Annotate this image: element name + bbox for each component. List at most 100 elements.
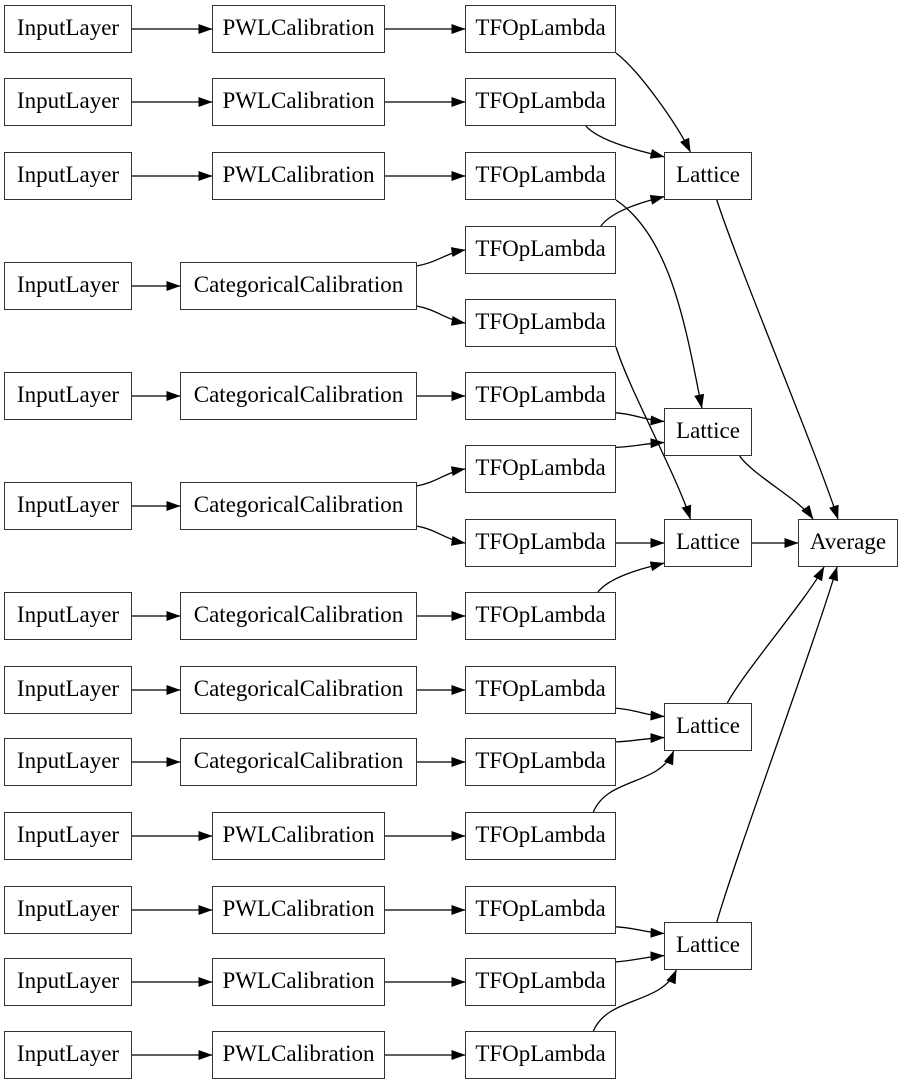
edge-tf4-lat1 [600,195,665,227]
node-label: CategoricalCalibration [193,382,404,407]
edge-lat1-avg [716,199,839,520]
edge-lat2-avg [739,455,814,520]
node-cat4: CategoricalCalibration [180,592,417,640]
edge-cat3-tf8 [416,525,466,546]
node-il4: InputLayer [4,262,132,310]
node-tf9: TFOpLambda [465,592,616,640]
node-label: Lattice [676,162,740,187]
node-tf15: TFOpLambda [465,1031,616,1079]
node-label: TFOpLambda [475,748,606,773]
node-tf3: TFOpLambda [465,152,616,200]
node-il9: InputLayer [4,738,132,786]
node-label: CategoricalCalibration [193,748,404,773]
node-label: Lattice [676,932,740,957]
node-avg: Average [798,519,898,567]
node-label: TFOpLambda [475,822,606,847]
node-label: PWLCalibration [222,822,375,847]
node-label: InputLayer [16,492,120,517]
node-label: Lattice [676,713,740,738]
edge-tf13-lat5 [615,926,665,938]
edge-lat5-avg [716,566,839,923]
edge-tf14-lat5 [615,951,665,963]
node-cat2: CategoricalCalibration [180,372,417,420]
node-label: InputLayer [16,382,120,407]
edge-tf7-lat2 [615,438,665,449]
node-label: CategoricalCalibration [193,676,404,701]
node-label: InputLayer [16,88,120,113]
node-tf10: TFOpLambda [465,666,616,714]
node-label: CategoricalCalibration [193,492,404,517]
edge-tf3-lat2 [615,199,705,409]
edge-tf12-lat4 [592,750,675,813]
node-lat2: Lattice [664,408,752,456]
edge-tf15-lat5 [592,969,677,1032]
node-label: TFOpLambda [475,88,606,113]
node-label: InputLayer [16,822,120,847]
node-label: PWLCalibration [222,162,375,187]
node-lat1: Lattice [664,152,752,200]
node-il11: InputLayer [4,886,132,934]
edge-tf2-lat1 [585,125,665,159]
node-label: InputLayer [16,162,120,187]
edge-tf6-lat2 [615,412,665,426]
node-label: PWLCalibration [222,968,375,993]
node-tf7: TFOpLambda [465,445,616,493]
node-label: TFOpLambda [475,529,606,554]
node-pwl7: PWLCalibration [212,1031,385,1079]
node-il8: InputLayer [4,666,132,714]
node-cat1: CategoricalCalibration [180,262,417,310]
edge-tf5-lat3 [615,346,692,520]
node-lat4: Lattice [664,703,752,751]
node-il5: InputLayer [4,372,132,420]
node-tf2: TFOpLambda [465,78,616,126]
node-label: TFOpLambda [475,382,606,407]
node-label: PWLCalibration [222,88,375,113]
node-label: InputLayer [16,272,120,297]
node-il10: InputLayer [4,812,132,860]
node-label: InputLayer [16,602,120,627]
node-label: PWLCalibration [222,1041,375,1066]
node-il12: InputLayer [4,958,132,1006]
edge-tf9-lat3 [597,561,665,593]
node-label: TFOpLambda [475,162,606,187]
node-tf11: TFOpLambda [465,738,616,786]
node-label: TFOpLambda [475,968,606,993]
node-tf6: TFOpLambda [465,372,616,420]
edge-cat1-tf4 [416,247,466,267]
node-label: Average [809,529,887,554]
node-label: PWLCalibration [222,15,375,40]
node-label: InputLayer [16,748,120,773]
node-label: CategoricalCalibration [193,602,404,627]
node-label: TFOpLambda [475,896,606,921]
node-cat3: CategoricalCalibration [180,482,417,530]
edge-tf11-lat4 [615,733,665,744]
node-il1: InputLayer [4,5,132,53]
node-label: CategoricalCalibration [193,272,404,297]
node-label: TFOpLambda [475,309,606,334]
node-pwl2: PWLCalibration [212,78,385,126]
node-cat6: CategoricalCalibration [180,738,417,786]
node-pwl6: PWLCalibration [212,958,385,1006]
node-il6: InputLayer [4,482,132,530]
node-label: Lattice [676,529,740,554]
edge-tf1-lat1 [615,52,691,153]
node-label: InputLayer [16,896,120,921]
edge-cat1-tf5 [416,305,466,326]
edge-cat3-tf7 [416,466,466,487]
node-tf8: TFOpLambda [465,519,616,567]
node-tf12: TFOpLambda [465,812,616,860]
node-il2: InputLayer [4,78,132,126]
node-label: InputLayer [16,676,120,701]
node-il7: InputLayer [4,592,132,640]
node-tf4: TFOpLambda [465,226,616,274]
node-il3: InputLayer [4,152,132,200]
node-label: TFOpLambda [475,602,606,627]
node-cat5: CategoricalCalibration [180,666,417,714]
node-label: TFOpLambda [475,15,606,40]
node-tf13: TFOpLambda [465,886,616,934]
node-label: TFOpLambda [475,1041,606,1066]
node-tf1: TFOpLambda [465,5,616,53]
node-label: TFOpLambda [475,236,606,261]
node-pwl4: PWLCalibration [212,812,385,860]
